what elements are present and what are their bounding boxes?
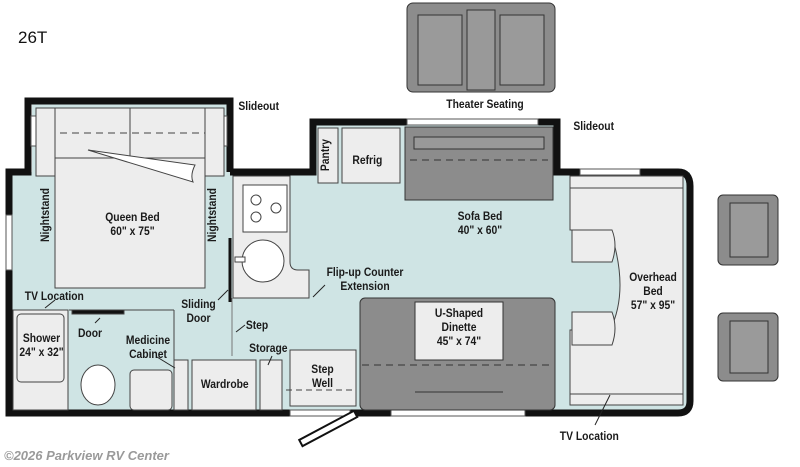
galley-counter bbox=[232, 175, 310, 299]
overhead-bed-line1: Overhead bbox=[629, 270, 677, 284]
nightstand-left-label: Nightstand bbox=[38, 188, 52, 242]
leader-lines bbox=[44, 284, 611, 426]
watermark: ©2026 Parkview RV Center bbox=[4, 448, 169, 463]
recliner-chairs bbox=[717, 194, 779, 382]
sliding-door-line1: Sliding bbox=[181, 297, 216, 311]
dinette-size: 45" x 74" bbox=[436, 334, 482, 348]
queen-bed-title: Queen Bed bbox=[105, 210, 160, 224]
sofa-bed bbox=[404, 126, 554, 201]
overhead-bed-size: 57" x 95" bbox=[630, 298, 676, 312]
step-well-line2: Well bbox=[311, 376, 334, 390]
slideout-label-left: Slideout bbox=[238, 99, 280, 113]
shower-size: 24" x 32" bbox=[19, 345, 64, 359]
theater-seating bbox=[406, 2, 556, 93]
dinette-line1: U-Shaped bbox=[434, 306, 484, 320]
tv-location-right-label: TV Location bbox=[559, 429, 619, 443]
queen-bed bbox=[35, 107, 225, 289]
flip-counter-line2: Extension bbox=[340, 279, 390, 293]
flip-counter-line1: Flip-up Counter bbox=[326, 265, 404, 279]
sliding-door-line2: Door bbox=[186, 311, 211, 325]
wardrobe-label: Wardrobe bbox=[200, 377, 249, 391]
pantry-refrig bbox=[317, 127, 401, 184]
step-label: Step bbox=[245, 318, 269, 332]
queen-bed-size: 60" x 75" bbox=[110, 224, 155, 238]
theater-seating-label: Theater Seating bbox=[446, 97, 524, 111]
step-well-line1: Step bbox=[311, 362, 334, 376]
sofa-bed-title: Sofa Bed bbox=[457, 209, 503, 223]
tv-location-left-label: TV Location bbox=[24, 289, 84, 303]
windows bbox=[5, 115, 641, 417]
shower-title: Shower bbox=[22, 331, 61, 345]
model-name: 26T bbox=[18, 28, 48, 47]
medicine-line1: Medicine bbox=[125, 333, 171, 347]
slideout-label-right: Slideout bbox=[573, 119, 615, 133]
door-label: Door bbox=[77, 326, 103, 340]
pantry-label: Pantry bbox=[318, 138, 332, 172]
medicine-line2: Cabinet bbox=[129, 347, 167, 361]
storage-label: Storage bbox=[249, 341, 288, 355]
nightstand-right-label: Nightstand bbox=[205, 188, 219, 242]
refrig-label: Refrig bbox=[352, 153, 383, 167]
sofa-bed-size: 40" x 60" bbox=[457, 223, 503, 237]
bathroom bbox=[12, 309, 357, 411]
overhead-bed-line2: Bed bbox=[643, 284, 663, 298]
dinette-line2: Dinette bbox=[441, 320, 477, 334]
entry-door bbox=[297, 409, 359, 448]
u-shaped-dinette bbox=[359, 297, 556, 411]
overhead-bed bbox=[569, 175, 684, 406]
